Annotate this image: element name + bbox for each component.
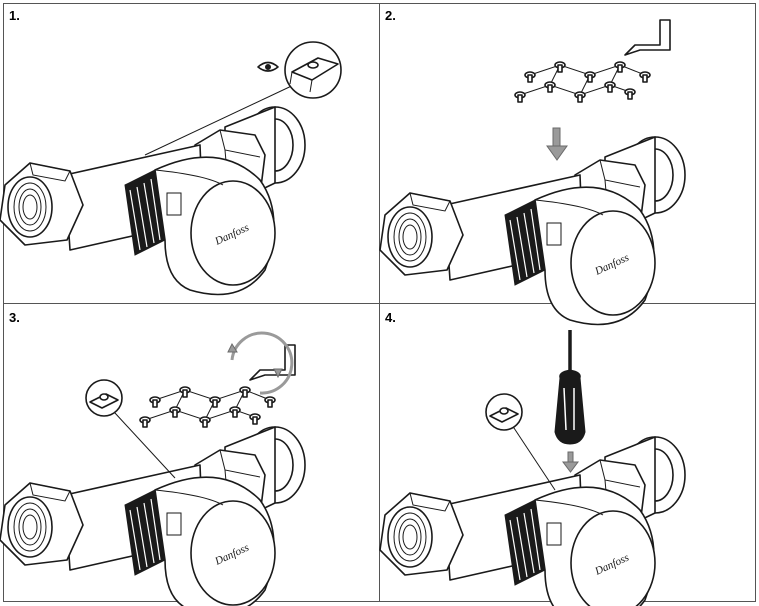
step-2-illustration <box>379 19 686 326</box>
step-1-number: 1. <box>9 8 20 23</box>
screwdriver-icon <box>554 330 586 445</box>
rotate-arrow-icon <box>227 331 294 395</box>
valve-assembly <box>0 106 306 296</box>
step-2-number: 2. <box>385 8 396 23</box>
panel-divider-horizontal <box>3 303 756 304</box>
step-4-number: 4. <box>385 310 396 325</box>
detail-leader-line <box>114 412 176 479</box>
step-3-illustration <box>0 331 306 606</box>
key-sprue-icon <box>139 344 296 428</box>
step-4-illustration <box>379 330 686 606</box>
magnifier-detail-icon <box>284 41 342 99</box>
magnifier-detail-icon <box>85 379 123 417</box>
panel-divider-vertical <box>379 3 380 602</box>
downward-arrow-icon <box>546 127 568 161</box>
step-1-illustration <box>0 41 342 296</box>
magnifier-detail-icon <box>485 393 523 431</box>
valve-assembly <box>379 436 686 606</box>
detail-leader-line <box>511 424 556 491</box>
key-sprue-icon <box>514 19 671 103</box>
detail-leader-line <box>144 81 301 156</box>
downward-arrow-icon <box>562 451 579 473</box>
step-3-number: 3. <box>9 310 20 325</box>
valve-assembly <box>379 136 686 326</box>
eye-icon <box>257 61 279 72</box>
